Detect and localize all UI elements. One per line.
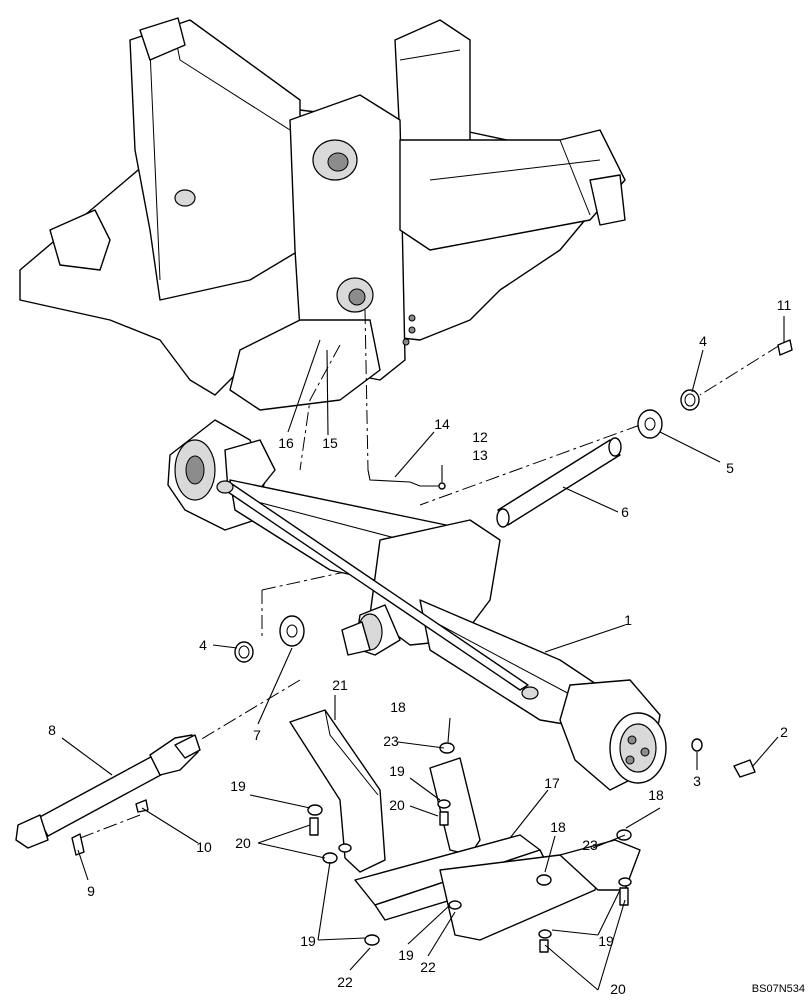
- chassis-frame: [19, 17, 626, 411]
- callout-3: 3: [693, 773, 701, 789]
- assembly-centerlines: [74, 309, 781, 841]
- callout-18-right-outer: 18: [648, 787, 664, 803]
- washer-3: [691, 738, 703, 752]
- washer-5: [637, 409, 663, 439]
- brake-line-14: [367, 469, 446, 490]
- callout-4-lower: 4: [199, 637, 207, 653]
- callout-19-right: 19: [598, 933, 614, 949]
- callout-21: 21: [332, 677, 348, 693]
- callout-22-center: 22: [420, 959, 436, 975]
- callout-19-center-upper: 19: [389, 763, 405, 779]
- callout-2: 2: [780, 724, 788, 740]
- callout-labels: 1 2 3 4 4 5 6 7 8 9 10 11 12 13 14 15 16…: [48, 297, 805, 997]
- washer-7: [279, 615, 305, 647]
- callout-19-center-lower: 19: [398, 947, 414, 963]
- front-axle-assembly: [167, 419, 667, 791]
- callout-20-left: 20: [235, 835, 251, 851]
- hardware-set: [307, 742, 632, 953]
- callout-12: 12: [472, 429, 488, 445]
- mounting-bracket-21: [289, 709, 481, 873]
- drawing-code: BS07N534: [752, 983, 805, 995]
- drive-shaft-8: [15, 734, 201, 856]
- callout-18-right-inner: 18: [550, 819, 566, 835]
- callout-19-left-upper: 19: [230, 778, 246, 794]
- callout-9: 9: [87, 883, 95, 899]
- callout-20-center: 20: [389, 797, 405, 813]
- callout-1: 1: [624, 612, 632, 628]
- callout-22-left: 22: [337, 974, 353, 990]
- callout-5: 5: [726, 460, 734, 476]
- callout-11: 11: [777, 297, 792, 313]
- callout-7: 7: [253, 727, 261, 743]
- callout-8: 8: [48, 722, 56, 738]
- bolt-11: [777, 339, 793, 356]
- callout-14: 14: [434, 416, 450, 432]
- callout-6: 6: [621, 504, 629, 520]
- callout-13: 13: [472, 447, 488, 463]
- callout-19-left-lower: 19: [300, 933, 316, 949]
- callout-23-right: 23: [582, 837, 598, 853]
- callout-15: 15: [322, 435, 338, 451]
- callout-4-upper: 4: [699, 333, 707, 349]
- callout-10: 10: [196, 839, 212, 855]
- callout-18-center: 18: [390, 699, 406, 715]
- retaining-ring-4-lower: [234, 641, 254, 663]
- callout-leader-lines: [61, 316, 785, 991]
- pivot-pin-6: [496, 437, 622, 528]
- callout-23-center: 23: [383, 733, 399, 749]
- callout-17: 17: [544, 775, 560, 791]
- nut-2: [733, 759, 756, 778]
- callout-20-right: 20: [610, 981, 626, 997]
- mounting-bracket-17: [354, 834, 641, 941]
- callout-16: 16: [278, 435, 294, 451]
- retaining-ring-4-upper: [680, 389, 700, 411]
